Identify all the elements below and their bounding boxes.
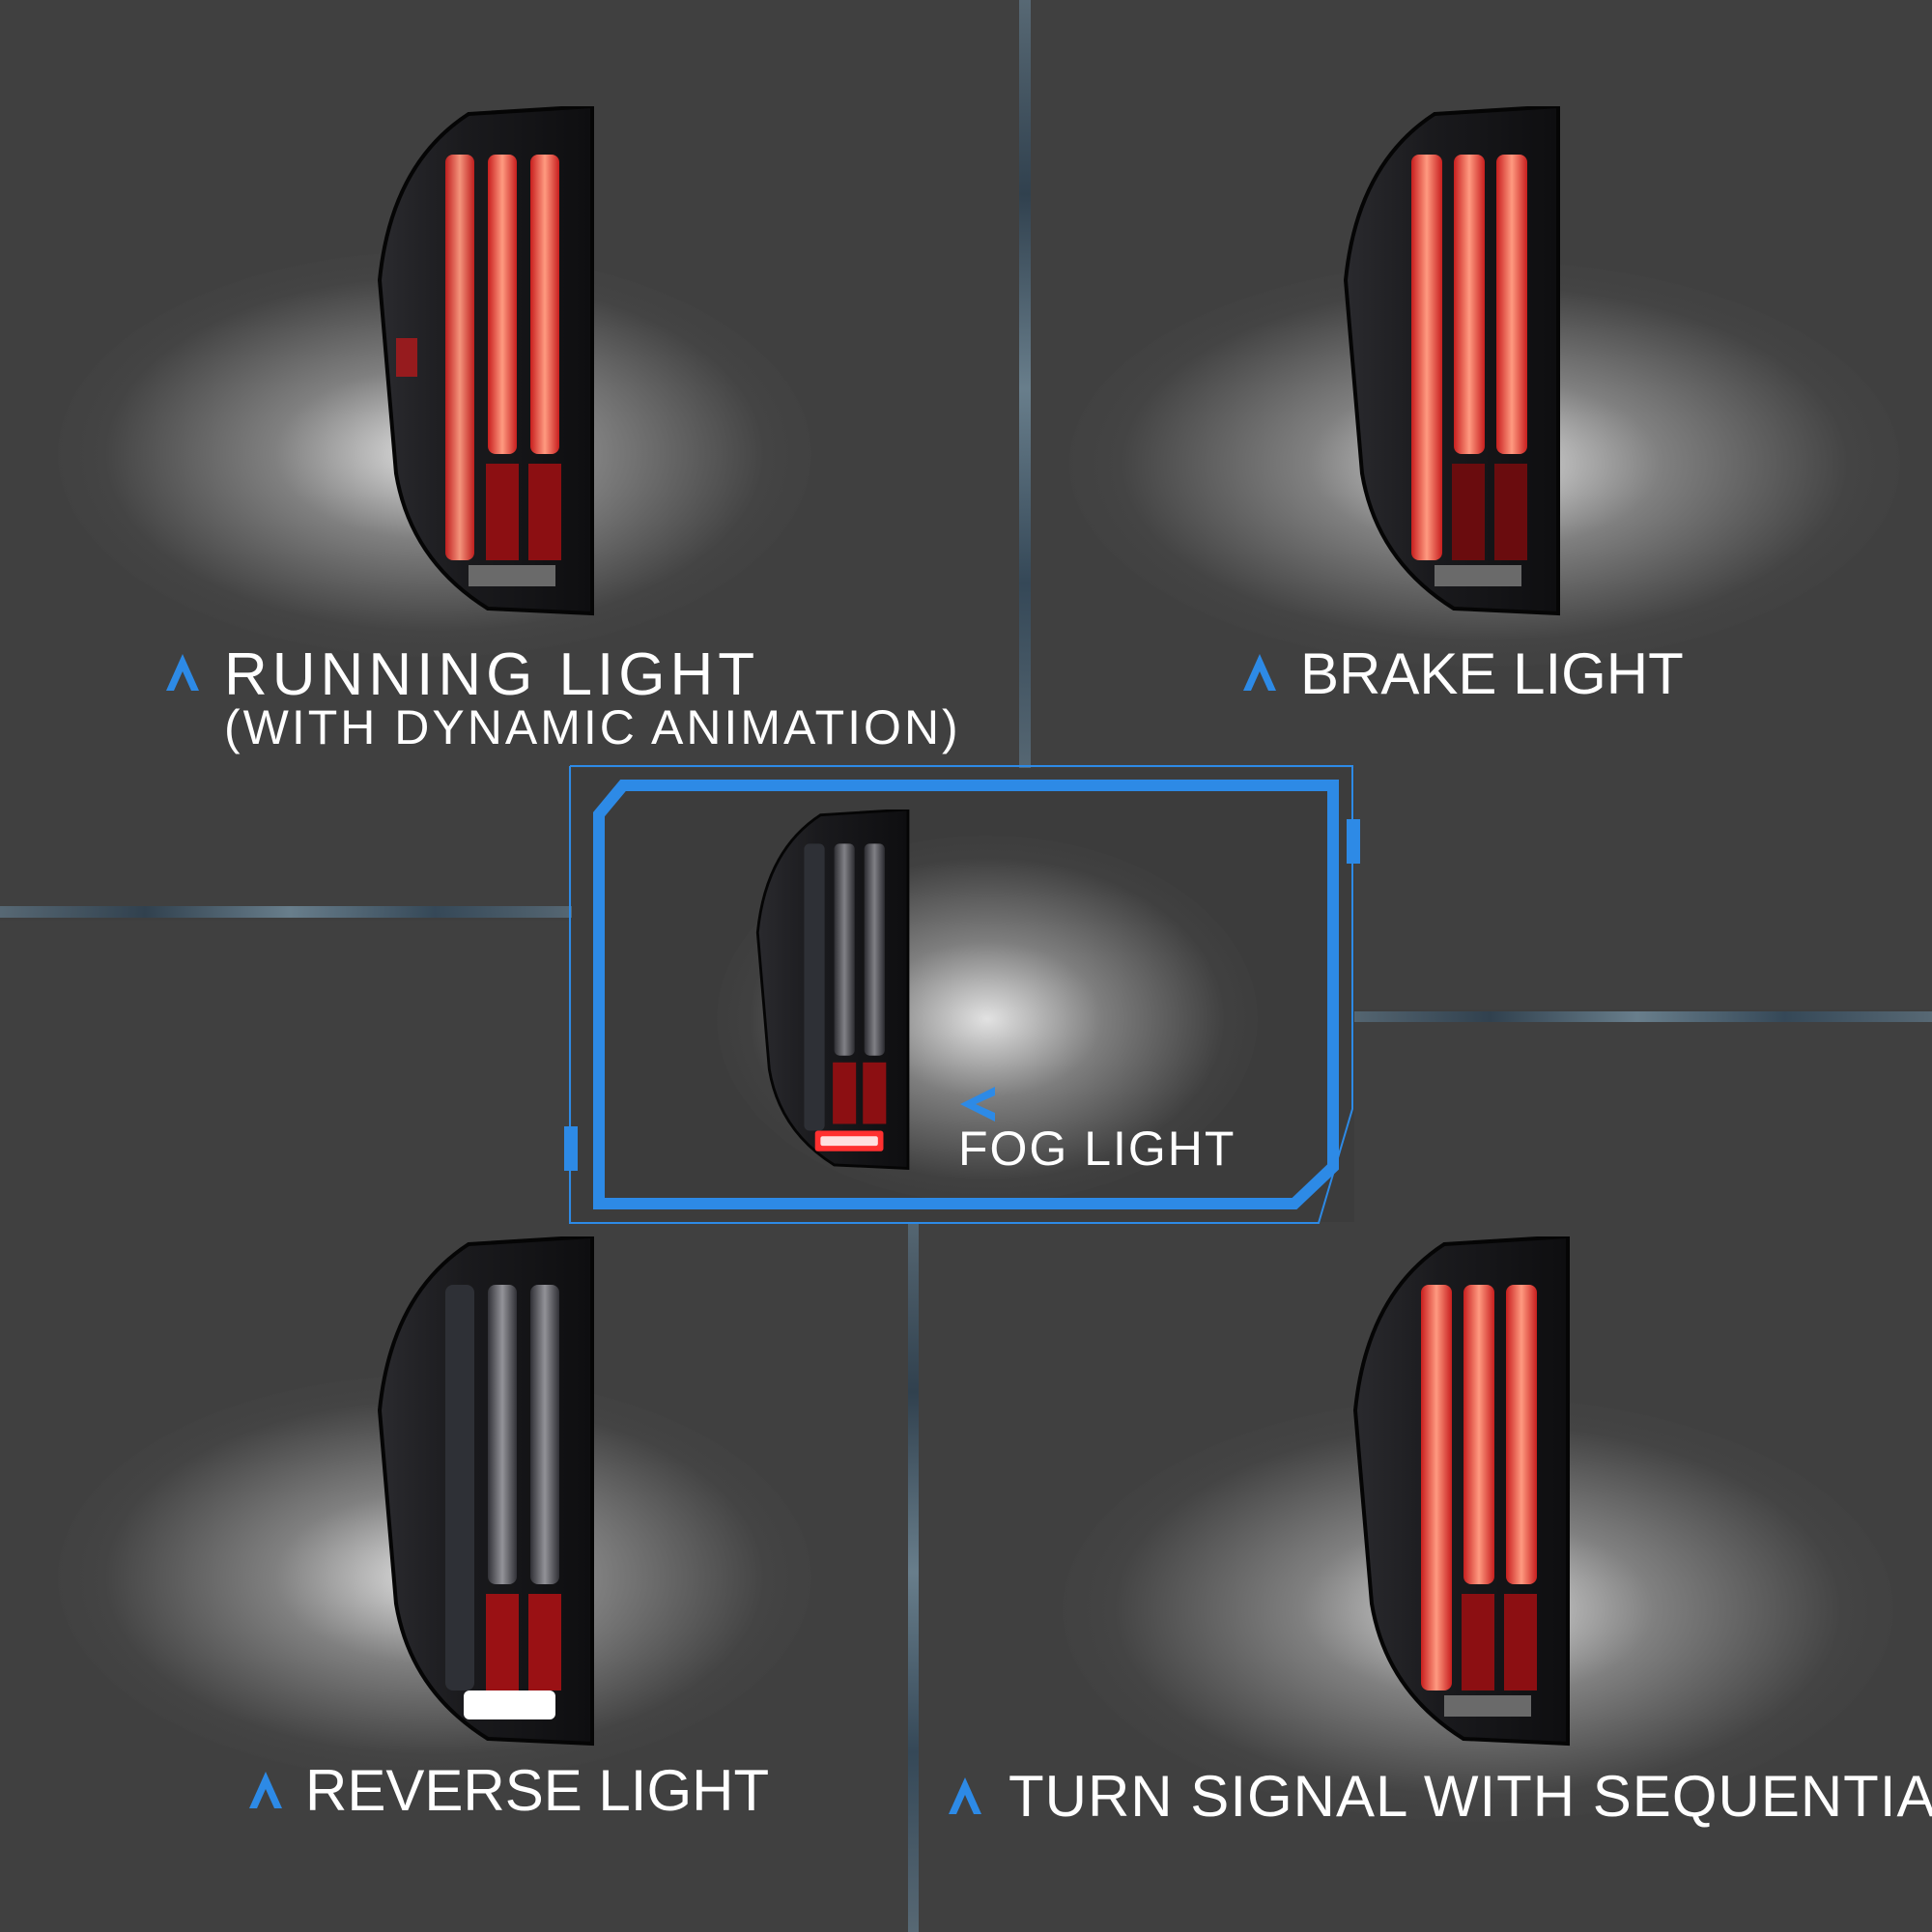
chevron-up-icon bbox=[166, 654, 199, 691]
chevron-left-icon bbox=[960, 1087, 995, 1122]
fog-light-lamp bbox=[755, 810, 910, 1170]
running-light-lamp bbox=[377, 106, 594, 616]
vertical-divider-top bbox=[1019, 0, 1031, 778]
chevron-up-icon bbox=[249, 1772, 282, 1808]
frame-tab-left bbox=[564, 1126, 578, 1171]
reverse-light-title: REVERSE LIGHT bbox=[305, 1758, 770, 1823]
vertical-divider-bottom bbox=[908, 1212, 919, 1932]
reverse-light-lamp bbox=[377, 1236, 594, 1747]
fog-light-title: FOG LIGHT bbox=[958, 1122, 1236, 1176]
horizontal-divider-right bbox=[1343, 1011, 1932, 1022]
running-light-subtitle: (WITH DYNAMIC ANIMATION) bbox=[224, 700, 961, 754]
horizontal-divider-left bbox=[0, 906, 580, 918]
fog-light-panel bbox=[572, 768, 1354, 1222]
brake-light-lamp bbox=[1343, 106, 1560, 616]
chevron-up-icon bbox=[949, 1777, 981, 1814]
chevron-up-icon bbox=[1243, 654, 1276, 691]
turn-signal-title: TURN SIGNAL WITH SEQUENTIAL bbox=[1009, 1764, 1932, 1829]
frame-tab-right bbox=[1347, 819, 1360, 864]
running-light-title: RUNNING LIGHT bbox=[224, 641, 760, 708]
brake-light-title: BRAKE LIGHT bbox=[1300, 641, 1684, 706]
turn-signal-lamp bbox=[1352, 1236, 1570, 1747]
